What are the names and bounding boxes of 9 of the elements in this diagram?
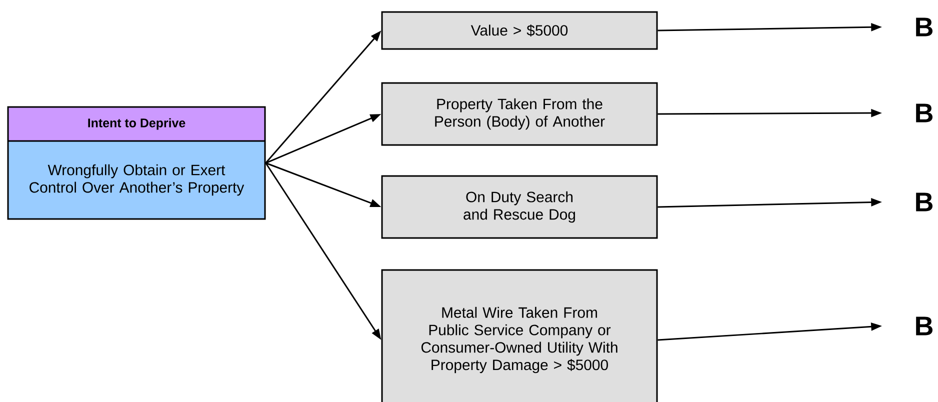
grade-letter: B xyxy=(916,316,932,336)
condition-box: On Duty Search and Rescue Dog xyxy=(381,175,658,239)
condition-box: Property Taken From the Person (Body) of Another xyxy=(381,82,658,146)
condition-box: Value > $5000 xyxy=(381,11,658,50)
definition-box: Intent to Deprive Wrongfully Obtain or Exert Control Over Another’s Property xyxy=(7,106,266,220)
condition-box: Metal Wire Taken From Public Service Company or Consumer-Owned Utility With Property Damage > $5000 xyxy=(381,269,658,402)
grade-letter: B xyxy=(916,104,932,122)
grade-letter: B xyxy=(916,192,932,212)
grade-letter: B xyxy=(916,18,932,36)
